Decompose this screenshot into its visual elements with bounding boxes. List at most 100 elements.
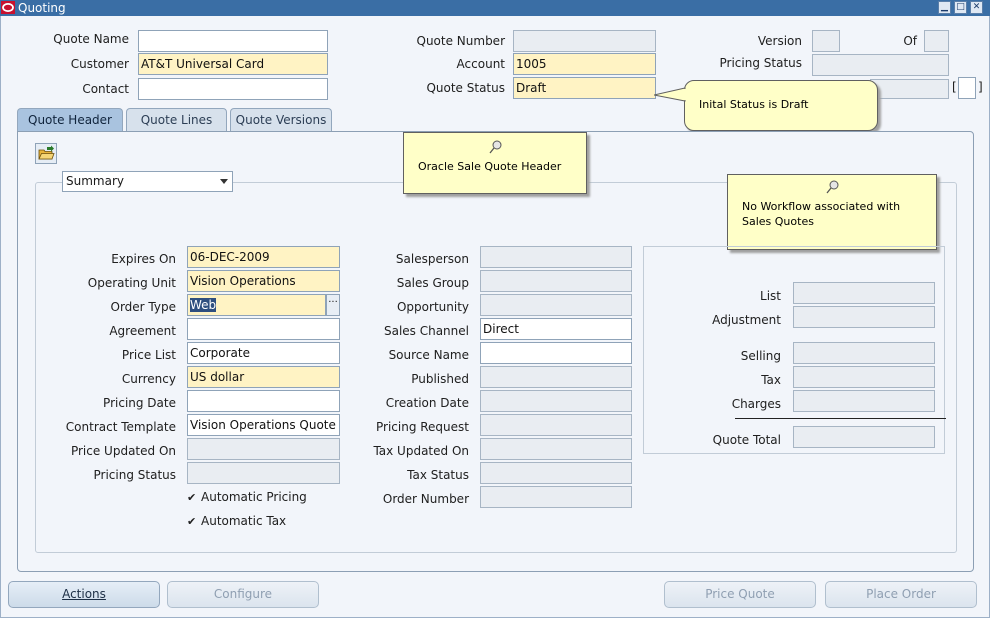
tab-quote-versions[interactable]: Quote Versions <box>230 108 332 132</box>
published-field[interactable] <box>480 366 632 388</box>
expires-on-label: Expires On <box>111 252 176 266</box>
source-name-label: Source Name <box>388 348 469 362</box>
header-callout-note: Oracle Sale Quote Header <box>403 132 587 194</box>
quote-total-label: Quote Total <box>712 433 781 447</box>
contact-field[interactable] <box>138 78 328 100</box>
tab-quote-lines[interactable]: Quote Lines <box>126 108 227 132</box>
quote-name-field[interactable] <box>138 30 328 52</box>
minimize-icon[interactable]: ▁ <box>938 1 951 14</box>
sales-group-field[interactable] <box>480 270 632 292</box>
workflow-callout-note: No Workflow associated with Sales Quotes <box>727 174 937 250</box>
expires-on-field[interactable]: 06-DEC-2009 <box>187 246 340 268</box>
customer-field[interactable]: AT&T Universal Card <box>138 53 328 75</box>
account-field[interactable]: 1005 <box>513 53 656 75</box>
workflow-callout-text-2: Sales Quotes <box>742 215 814 228</box>
tax-status-field[interactable] <box>480 462 632 484</box>
window-title: Quoting <box>18 1 66 15</box>
bracket-close: ] <box>978 80 983 94</box>
place-order-button-label: Place Order <box>866 587 936 601</box>
currency-label: Currency <box>121 372 176 386</box>
pricing-status-header-field[interactable] <box>812 54 949 76</box>
pricing-date-field[interactable] <box>187 390 340 412</box>
price-updated-on-field[interactable] <box>187 438 340 460</box>
adjustment-total-field[interactable] <box>793 306 935 328</box>
totals-frame <box>643 246 945 454</box>
price-quote-button[interactable]: Price Quote <box>664 581 816 608</box>
order-type-field[interactable]: Web <box>187 294 326 316</box>
summary-select-value: Summary <box>66 174 124 188</box>
window-title-bar[interactable]: Quoting ▁ □ ✕ <box>0 0 990 16</box>
selling-label: Selling <box>740 349 781 363</box>
workflow-callout-text-1: No Workflow associated with <box>742 200 901 213</box>
oracle-logo-icon <box>1 1 15 14</box>
list-total-field[interactable] <box>793 282 935 304</box>
contract-template-label: Contract Template <box>65 420 176 434</box>
configure-button-label: Configure <box>213 587 273 601</box>
configure-button[interactable]: Configure <box>167 581 319 608</box>
actions-button[interactable]: Actions <box>8 581 160 608</box>
pricing-status-label: Pricing Status <box>93 468 177 482</box>
quote-name-label: Quote Name <box>53 32 129 46</box>
price-list-field[interactable]: Corporate <box>187 342 340 364</box>
pushpin-icon <box>826 180 839 194</box>
charges-total-field[interactable] <box>793 390 935 412</box>
quote-status-label: Quote Status <box>426 81 505 95</box>
operating-unit-label: Operating Unit <box>87 276 176 290</box>
bracket-open: [ <box>952 80 957 94</box>
creation-date-label: Creation Date <box>385 396 469 410</box>
agreement-field[interactable] <box>187 318 340 340</box>
currency-field[interactable]: US dollar <box>187 366 340 388</box>
header-descriptive-flex-field[interactable] <box>958 77 976 99</box>
of-field[interactable] <box>924 30 949 52</box>
order-type-value: Web <box>190 298 217 312</box>
creation-date-field[interactable] <box>480 390 632 412</box>
close-icon[interactable]: ✕ <box>970 1 983 14</box>
sales-channel-label: Sales Channel <box>383 324 469 338</box>
quote-number-label: Quote Number <box>416 34 506 48</box>
tax-total-field[interactable] <box>793 366 935 388</box>
open-folder-button[interactable] <box>35 143 57 164</box>
agreement-label: Agreement <box>109 324 176 338</box>
tab-quote-header[interactable]: Quote Header <box>17 108 123 133</box>
adjustment-label: Adjustment <box>712 313 781 327</box>
price-quote-button-label: Price Quote <box>705 587 775 601</box>
tax-updated-on-field[interactable] <box>480 438 632 460</box>
opportunity-label: Opportunity <box>396 300 469 314</box>
price-updated-on-label: Price Updated On <box>70 444 176 458</box>
quote-total-field[interactable] <box>793 426 935 448</box>
salesperson-label: Salesperson <box>395 252 469 266</box>
source-name-field[interactable] <box>480 342 632 364</box>
opportunity-field[interactable] <box>480 294 632 316</box>
automatic-tax-checkbox[interactable]: ✔ Automatic Tax <box>187 513 286 530</box>
tax-label: Tax <box>761 373 781 387</box>
place-order-button[interactable]: Place Order <box>825 581 977 608</box>
totals-divider <box>735 418 946 419</box>
contact-label: Contact <box>82 82 129 96</box>
order-type-label: Order Type <box>110 300 176 314</box>
maximize-icon[interactable]: □ <box>954 1 967 14</box>
charges-label: Charges <box>731 397 781 411</box>
quote-status-field[interactable]: Draft <box>513 77 656 99</box>
sales-channel-field[interactable]: Direct <box>480 318 632 340</box>
operating-unit-field[interactable]: Vision Operations <box>187 270 340 292</box>
order-number-label: Order Number <box>382 492 469 506</box>
order-number-field[interactable] <box>480 486 632 508</box>
tax-updated-on-label: Tax Updated On <box>373 444 469 458</box>
selling-total-field[interactable] <box>793 342 935 364</box>
summary-region-select[interactable]: Summary <box>62 171 233 192</box>
order-type-lov-button[interactable]: ··· <box>326 294 340 316</box>
header-extra-field[interactable] <box>870 79 949 99</box>
contract-template-field[interactable]: Vision Operations Quote T <box>187 414 340 436</box>
tax-status-label: Tax Status <box>407 468 469 482</box>
pricing-date-label: Pricing Date <box>103 396 176 410</box>
pricing-status-field[interactable] <box>187 462 340 484</box>
pricing-request-field[interactable] <box>480 414 632 436</box>
salesperson-field[interactable] <box>480 246 632 268</box>
automatic-pricing-checkbox[interactable]: ✔Automatic Pricing <box>187 489 307 506</box>
automatic-tax-label: Automatic Tax <box>201 514 287 528</box>
checkmark-icon: ✔ <box>187 515 197 528</box>
pricing-request-label: Pricing Request <box>375 420 469 434</box>
quote-number-field[interactable] <box>513 30 656 52</box>
version-field[interactable] <box>812 30 840 52</box>
checkmark-icon: ✔ <box>187 491 197 504</box>
